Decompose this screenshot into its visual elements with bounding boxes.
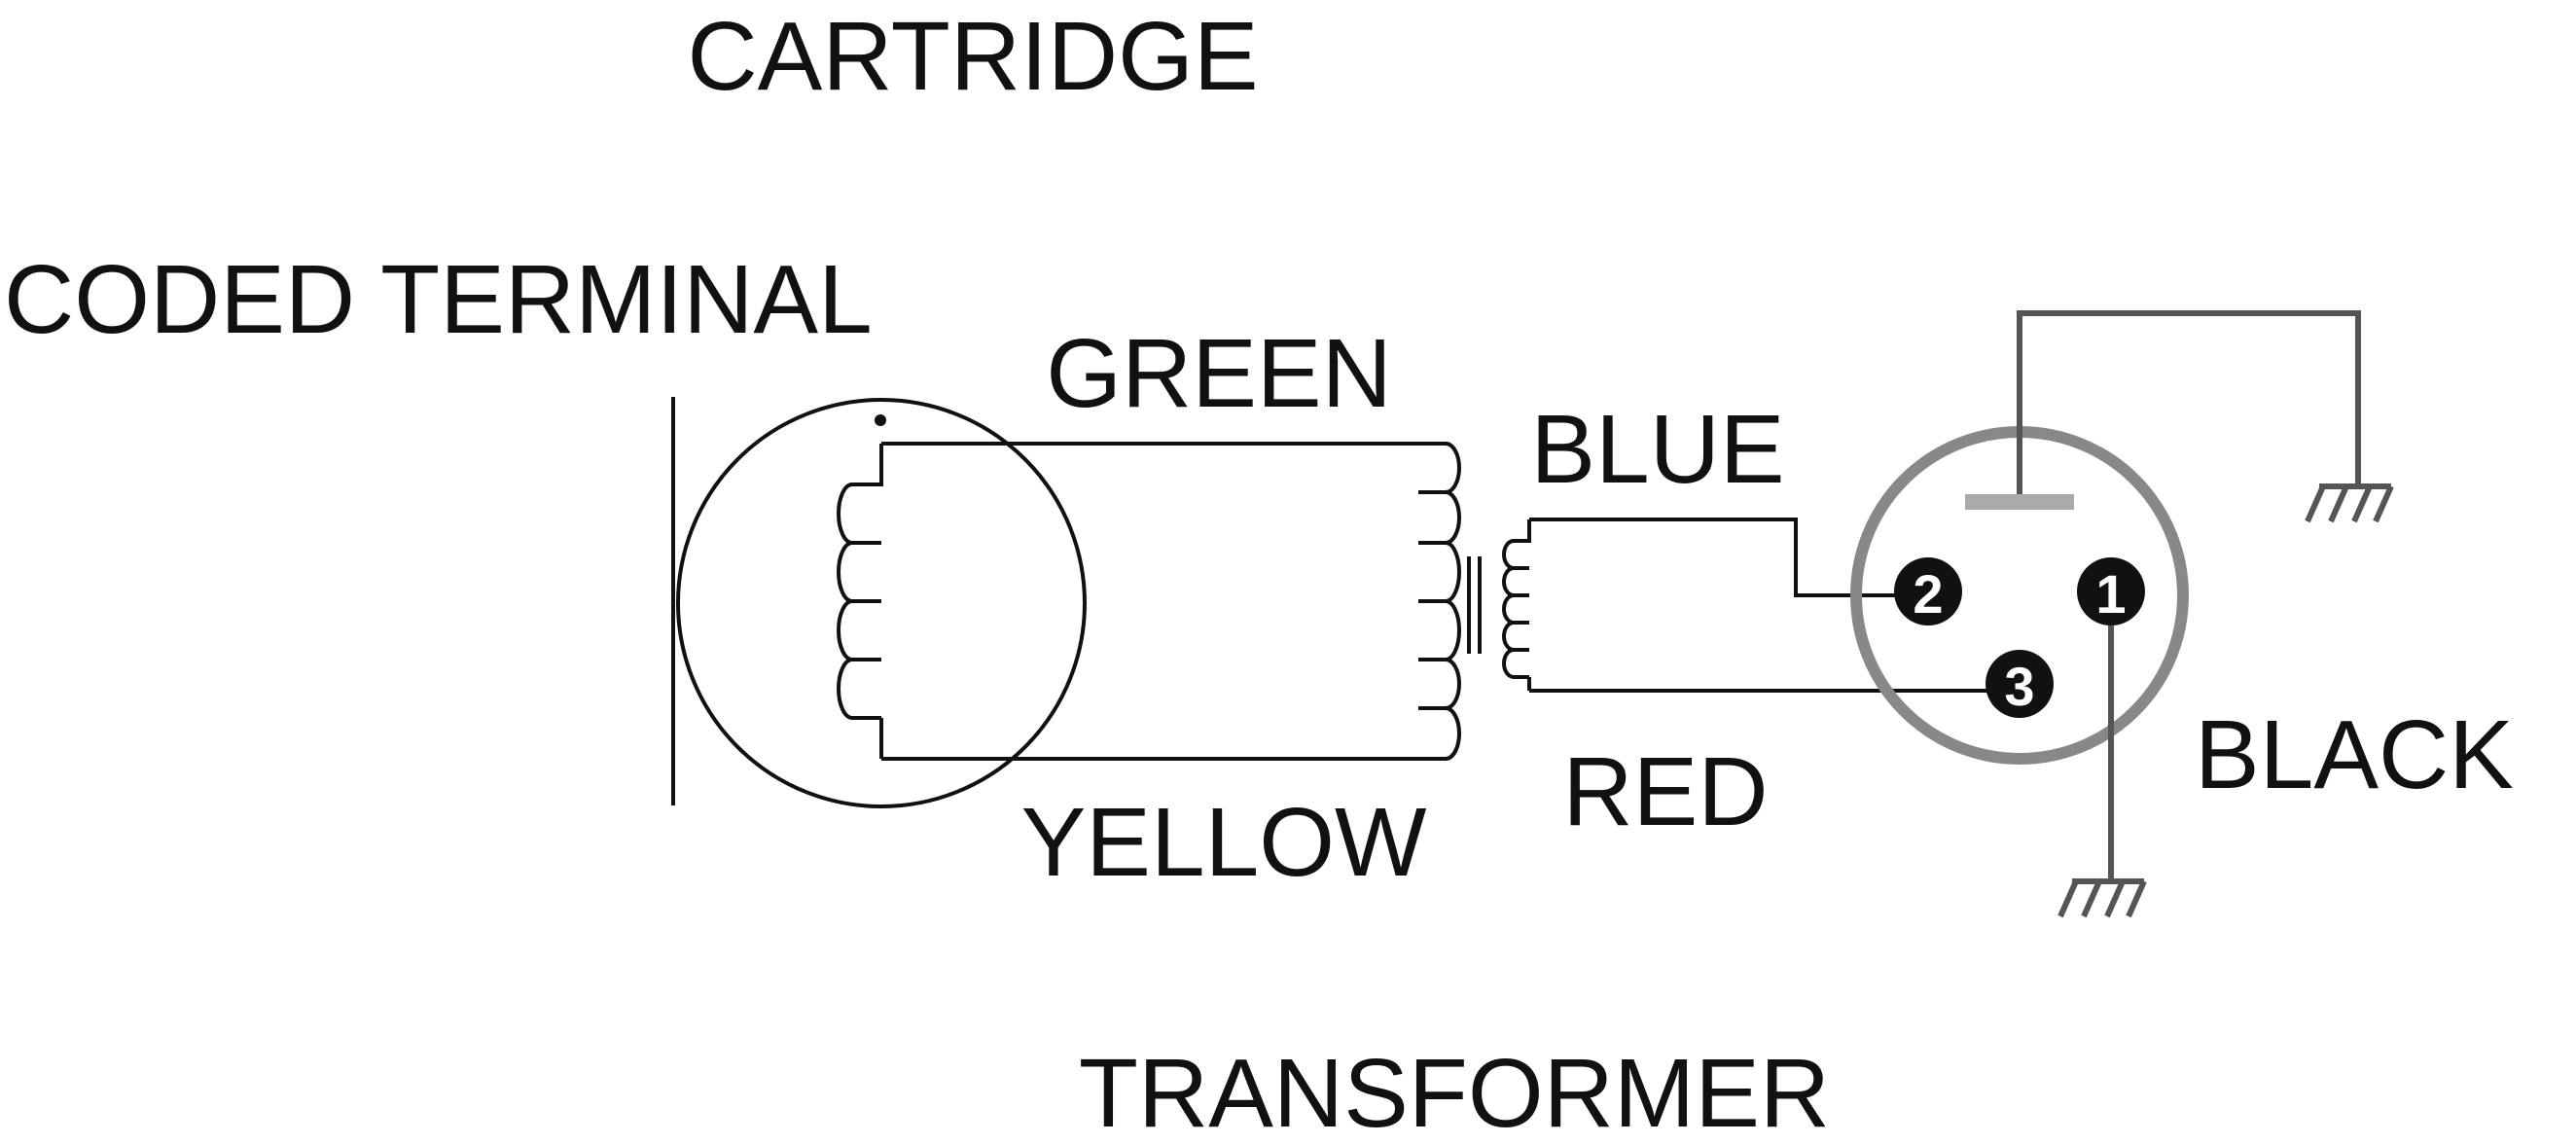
black-wire-label: BLACK bbox=[2195, 700, 2514, 809]
cartridge-coil bbox=[837, 444, 883, 759]
pin-2 bbox=[1894, 557, 1962, 626]
ground-symbol-right bbox=[2305, 483, 2394, 523]
pin-1 bbox=[2077, 557, 2145, 626]
blue-wire-label: BLUE bbox=[1530, 395, 1784, 504]
blue-wire bbox=[1529, 518, 1901, 597]
pin-1-label: 1 bbox=[2095, 563, 2126, 625]
transformer-label: TRANSFORMER bbox=[1079, 1039, 1830, 1144]
ground-symbol-bottom bbox=[2057, 878, 2147, 918]
coded-terminal-label: CODED TERMINAL bbox=[4, 245, 873, 354]
yellow-wire-label: YELLOW bbox=[1021, 788, 1427, 897]
coded-terminal-dot bbox=[875, 414, 886, 426]
pin-2-label: 2 bbox=[1913, 563, 1943, 625]
green-wire-label: GREEN bbox=[1046, 319, 1392, 428]
transformer-primary-coil bbox=[1418, 442, 1461, 761]
shield-ground-wire bbox=[2017, 310, 2361, 494]
cartridge bbox=[671, 397, 1087, 808]
transformer bbox=[1418, 442, 1531, 761]
cartridge-housing-circle bbox=[676, 398, 1087, 808]
xlr-connector: 2 3 1 bbox=[1850, 426, 2189, 765]
pin-3-label: 3 bbox=[2004, 656, 2034, 717]
cartridge-label: CARTRIDGE bbox=[687, 2, 1258, 111]
transformer-secondary-coil bbox=[1502, 519, 1531, 691]
red-wire-label: RED bbox=[1562, 737, 1768, 846]
pin-3 bbox=[1986, 650, 2054, 718]
